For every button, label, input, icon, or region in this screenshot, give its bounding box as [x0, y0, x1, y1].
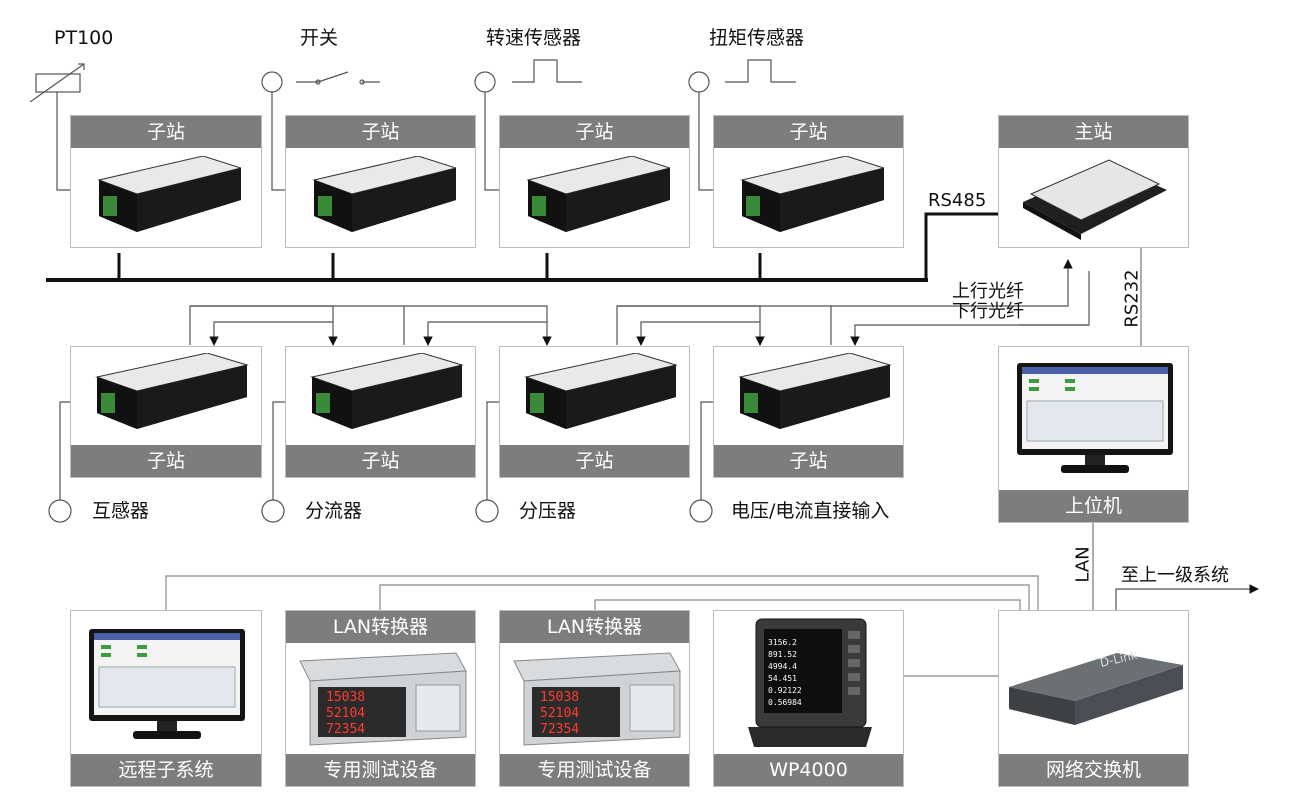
module-device-icon — [738, 353, 892, 429]
module-device-icon — [524, 353, 678, 429]
wp-reading-2: 891.52 — [768, 650, 797, 659]
mid-substation-2-title: 子站 — [286, 445, 475, 477]
wp4000-title: WP4000 — [714, 754, 903, 786]
network-switch-title: 网络交换机 — [999, 754, 1188, 786]
direct-input-label: 电压/电流直接输入 — [731, 500, 890, 522]
test-equipment-1-title: 专用测试设备 — [286, 754, 475, 786]
lan-label: LAN — [1072, 546, 1094, 583]
mid-substation-3-title: 子站 — [500, 445, 689, 477]
rs485-label: RS485 — [928, 190, 987, 211]
fiber-ring — [189, 259, 1090, 346]
rs232-label: RS232 — [1121, 269, 1143, 328]
meter-reading-1: 15038 — [326, 690, 365, 705]
master-device-icon — [1023, 159, 1167, 240]
monitor-icon — [1017, 363, 1173, 473]
test-equipment-1: LAN转换器 15038 52104 72354 专用测试设备 — [285, 610, 476, 787]
meter-reading-1: 15038 — [540, 690, 579, 705]
meter-reading-3: 72354 — [540, 722, 579, 737]
upper-level-link — [1115, 584, 1259, 610]
mid-substation-4-title: 子站 — [714, 445, 903, 477]
power-meter-device: 15038 52104 72354 — [299, 652, 467, 746]
wp4000-device: 3156.2 891.52 4994.4 54.451 0.92122 0.56… — [713, 610, 904, 787]
top-substation-4: 子站 — [713, 115, 904, 248]
meter-reading-2: 52104 — [540, 706, 579, 721]
pt100-label: PT100 — [54, 27, 114, 49]
downlink-fiber-label: 下行光纤 — [952, 301, 1024, 322]
wp-reading-4: 54.451 — [768, 674, 797, 683]
wp-reading-3: 4994.4 — [768, 662, 797, 671]
mid-sensor-wiring — [48, 401, 714, 523]
mid-substation-4: 子站 — [713, 346, 904, 478]
top-substation-3-title: 子站 — [500, 116, 689, 148]
remote-subsystem-title: 远程子系统 — [71, 754, 261, 786]
network-switch-icon: D-Link — [1009, 648, 1183, 725]
wp-reading-5: 0.92122 — [768, 686, 802, 695]
meter-reading-3: 72354 — [326, 722, 365, 737]
monitor-icon — [89, 629, 245, 739]
wp4000-analyzer-icon: 3156.2 891.52 4994.4 54.451 0.92122 0.56… — [748, 618, 872, 747]
top-substation-4-title: 子站 — [714, 116, 903, 148]
module-device-icon — [95, 353, 249, 429]
top-substation-1-title: 子站 — [71, 116, 261, 148]
network-switch: D-Link 网络交换机 — [998, 610, 1189, 787]
pt100-resistor-icon — [29, 63, 85, 191]
remote-subsystem: 远程子系统 — [70, 610, 262, 787]
wp-reading-1: 3156.2 — [768, 638, 797, 647]
test-equipment-2-title: 专用测试设备 — [500, 754, 689, 786]
top-substation-1: 子站 — [70, 115, 262, 248]
uplink-fiber-label: 上行光纤 — [952, 281, 1024, 302]
divider-label: 分压器 — [519, 500, 577, 522]
mid-substation-3: 子站 — [499, 346, 690, 478]
module-device-icon — [740, 156, 884, 232]
top-substation-2: 子站 — [285, 115, 476, 248]
wp-reading-6: 0.56984 — [768, 698, 802, 707]
module-device-icon — [526, 156, 670, 232]
test-equipment-2: LAN转换器 15038 52104 72354 专用测试设备 — [499, 610, 690, 787]
top-substation-2-title: 子站 — [286, 116, 475, 148]
upper-level-label: 至上一级系统 — [1121, 565, 1229, 586]
lan-wiring — [165, 575, 1039, 677]
rs485-link — [924, 212, 998, 280]
mid-substation-2: 子站 — [285, 346, 476, 478]
mid-substation-1: 子站 — [70, 346, 262, 478]
transformer-label: 互感器 — [92, 500, 150, 522]
master-station: 主站 — [998, 115, 1189, 248]
switch-label: 开关 — [300, 27, 339, 49]
meter-reading-2: 52104 — [326, 706, 365, 721]
torque-sensor-pulse-icon — [688, 59, 796, 191]
module-device-icon — [97, 156, 241, 232]
lan-converter-1-title: LAN转换器 — [286, 611, 475, 643]
switch-symbol-icon — [261, 71, 380, 191]
top-substation-3: 子站 — [499, 115, 690, 248]
master-station-title: 主站 — [999, 116, 1188, 148]
speed-sensor-pulse-icon — [474, 59, 582, 191]
shunt-label: 分流器 — [305, 500, 363, 522]
module-device-icon — [310, 353, 464, 429]
speed-sensor-label: 转速传感器 — [486, 27, 582, 49]
power-meter-device: 15038 52104 72354 — [513, 652, 681, 746]
lan-converter-2-title: LAN转换器 — [500, 611, 689, 643]
host-computer: 上位机 — [998, 346, 1189, 523]
mid-substation-1-title: 子站 — [71, 445, 261, 477]
torque-sensor-label: 扭矩传感器 — [709, 27, 805, 49]
host-computer-title: 上位机 — [999, 490, 1188, 522]
module-device-icon — [312, 156, 456, 232]
